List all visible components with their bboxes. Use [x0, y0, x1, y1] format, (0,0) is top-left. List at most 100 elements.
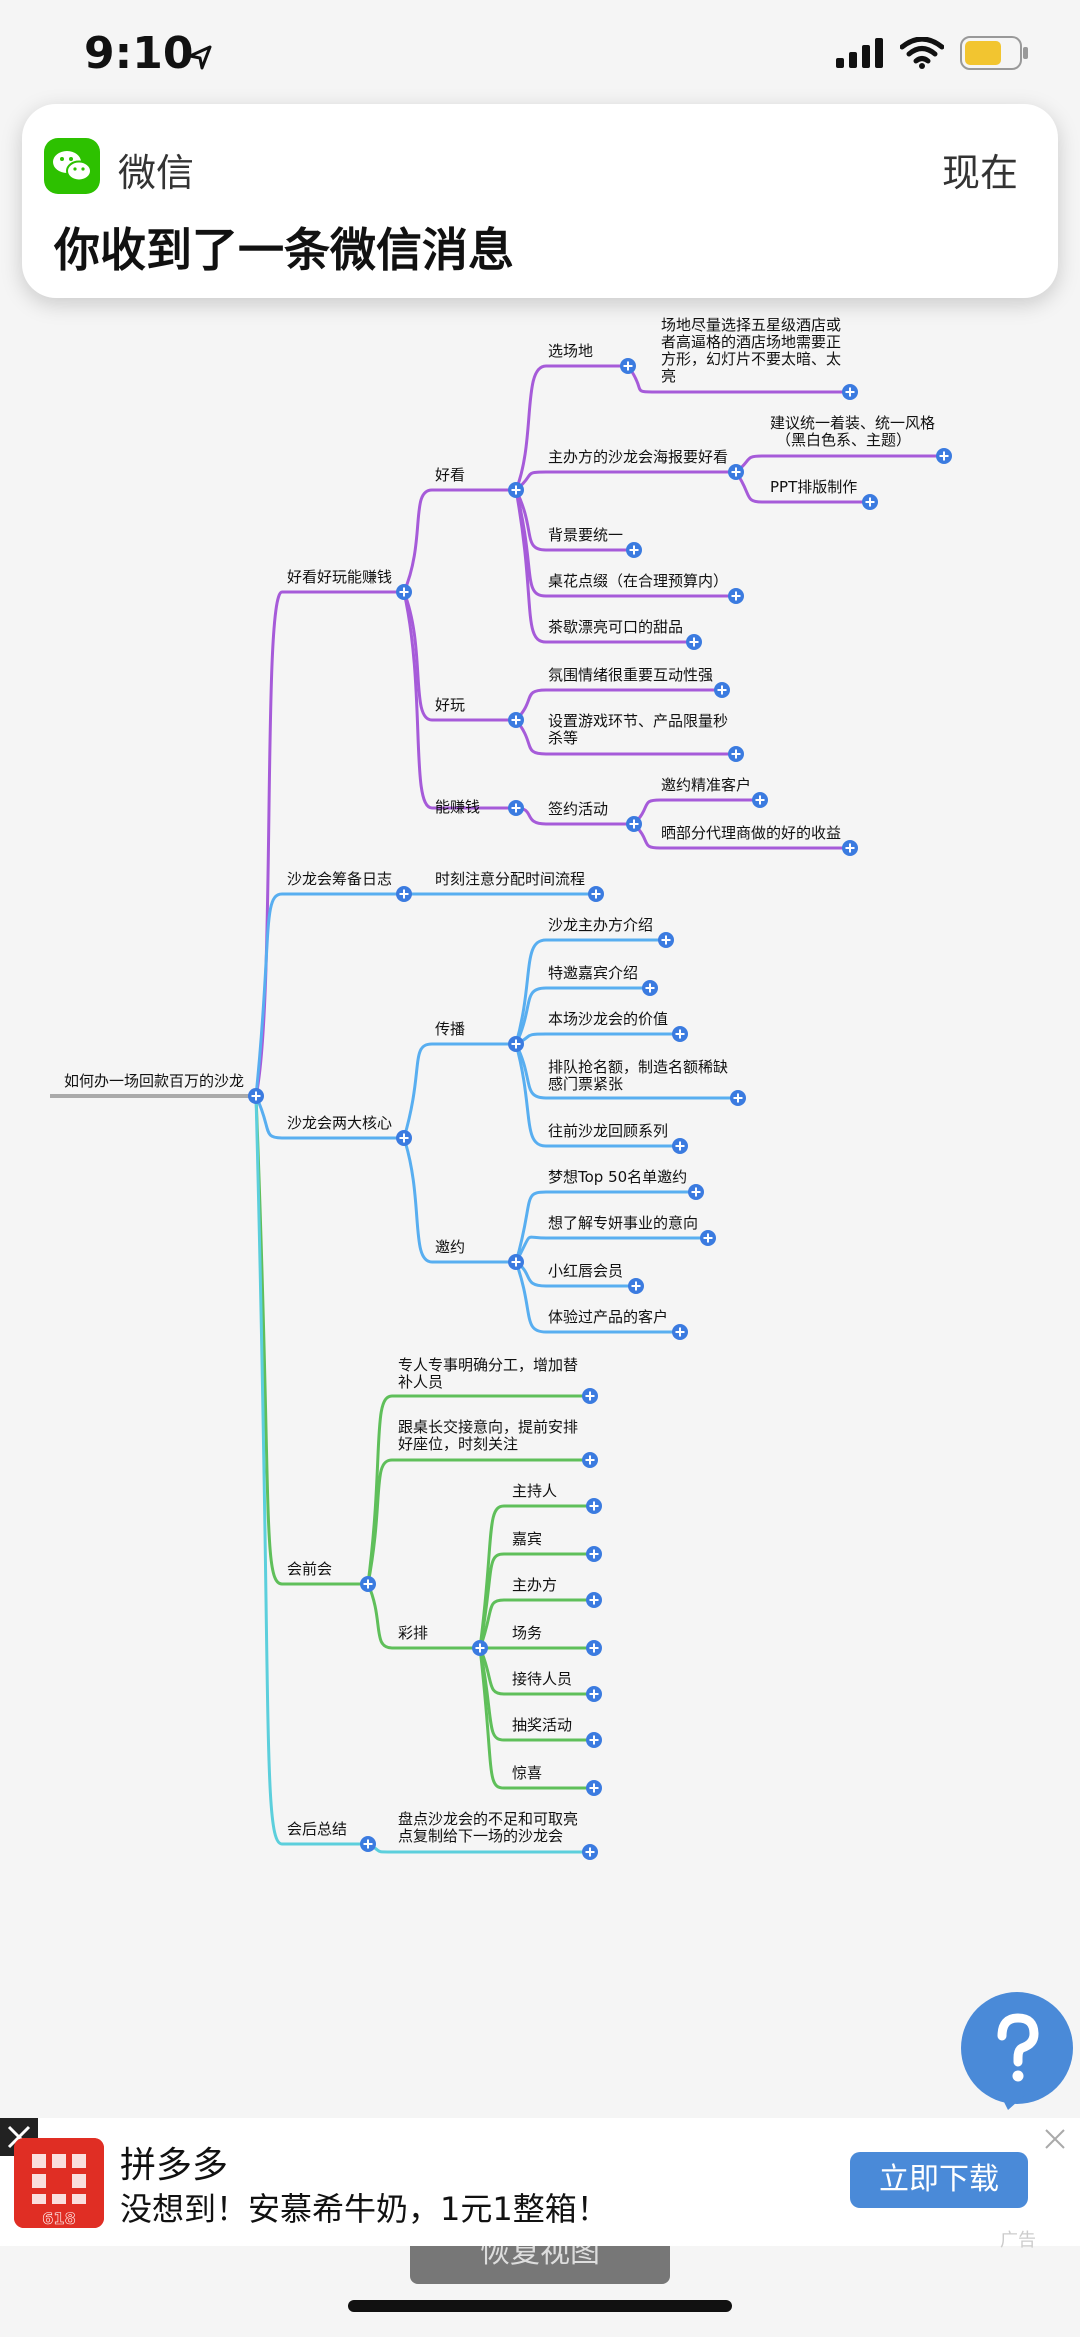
expand-node-plus-icon[interactable]	[642, 980, 658, 996]
expand-node-plus-icon[interactable]	[586, 1780, 602, 1796]
node-label: 茶歇漂亮可口的甜品	[548, 618, 683, 636]
node-label: 氛围情绪很重要互动性强	[548, 666, 713, 684]
node-label: 好看好玩能赚钱	[287, 568, 392, 586]
node-label: 桌花点缀（在合理预算内）	[548, 572, 728, 590]
node-label: 晒部分代理商做的好的收益	[661, 824, 841, 842]
node-label: 方形，幻灯片不要太暗、太	[661, 350, 841, 368]
expand-node-plus-icon[interactable]	[658, 932, 674, 948]
node-label: 想了解专妍事业的意向	[548, 1214, 698, 1232]
mind-map-root-label: 如何办一场回款百万的沙龙	[64, 1072, 244, 1090]
expand-node-plus-icon[interactable]	[248, 1088, 264, 1104]
node-label: 补人员	[398, 1373, 443, 1391]
expand-node-plus-icon[interactable]	[396, 1130, 412, 1146]
download-button[interactable]: 立即下载	[850, 2152, 1028, 2208]
expand-node-plus-icon[interactable]	[628, 1278, 644, 1294]
wechat-icon	[44, 138, 100, 194]
expand-node-plus-icon[interactable]	[686, 634, 702, 650]
expand-node-plus-icon[interactable]	[586, 1640, 602, 1656]
node-label: 时刻注意分配时间流程	[435, 870, 585, 888]
expand-node-plus-icon[interactable]	[730, 1090, 746, 1106]
pinduoduo-logo: 618	[14, 2138, 104, 2228]
expand-node-plus-icon[interactable]	[508, 1036, 524, 1052]
node-label: 杀等	[548, 729, 578, 747]
node-label: 主办方的沙龙会海报要好看	[548, 448, 728, 466]
expand-node-plus-icon[interactable]	[862, 494, 878, 510]
expand-node-plus-icon[interactable]	[396, 886, 412, 902]
expand-node-plus-icon[interactable]	[672, 1026, 688, 1042]
expand-node-plus-icon[interactable]	[586, 1732, 602, 1748]
expand-node-plus-icon[interactable]	[620, 358, 636, 374]
node-label: 跟桌长交接意向，提前安排	[398, 1418, 578, 1436]
node-label: 梦想Top 50名单邀约	[548, 1168, 687, 1186]
expand-node-plus-icon[interactable]	[396, 584, 412, 600]
question-icon	[961, 1992, 1073, 2110]
expand-node-plus-icon[interactable]	[508, 1254, 524, 1270]
node-label: 沙龙主办方介绍	[548, 916, 653, 934]
node-label: 能赚钱	[435, 798, 480, 816]
expand-node-plus-icon[interactable]	[936, 448, 952, 464]
expand-node-plus-icon[interactable]	[626, 542, 642, 558]
ad-logo-text: 618	[42, 2209, 75, 2228]
battery-icon	[960, 36, 1028, 70]
node-label: 签约活动	[548, 800, 608, 818]
expand-node-plus-icon[interactable]	[582, 1452, 598, 1468]
expand-node-plus-icon[interactable]	[360, 1836, 376, 1852]
expand-node-plus-icon[interactable]	[508, 482, 524, 498]
expand-node-plus-icon[interactable]	[586, 1686, 602, 1702]
expand-node-plus-icon[interactable]	[582, 1388, 598, 1404]
expand-node-plus-icon[interactable]	[700, 1230, 716, 1246]
node-label: 主办方	[512, 1576, 557, 1594]
expand-node-plus-icon[interactable]	[508, 800, 524, 816]
node-label: 沙龙会两大核心	[287, 1114, 392, 1132]
node-label: 者高逼格的酒店场地需要正	[661, 333, 841, 351]
node-label: 选场地	[548, 342, 593, 360]
restore-view-button[interactable]: 恢复视图	[410, 2246, 670, 2284]
expand-node-plus-icon[interactable]	[360, 1576, 376, 1592]
mind-map-expand-nodes[interactable]	[248, 358, 952, 1860]
node-label: 邀约精准客户	[661, 776, 751, 794]
node-label: 建议统一着装、统一风格	[770, 414, 935, 432]
node-label: 沙龙会筹备日志	[287, 870, 392, 888]
expand-node-plus-icon[interactable]	[582, 1844, 598, 1860]
expand-node-plus-icon[interactable]	[752, 792, 768, 808]
node-label: 会后总结	[287, 1820, 347, 1838]
node-label: 嘉宾	[512, 1530, 542, 1548]
node-label: PPT排版制作	[770, 478, 857, 496]
node-label: 会前会	[287, 1560, 332, 1578]
node-label: 背景要统一	[548, 526, 623, 544]
node-label: 感门票紧张	[548, 1075, 623, 1093]
expand-node-plus-icon[interactable]	[586, 1592, 602, 1608]
expand-node-plus-icon[interactable]	[714, 682, 730, 698]
node-label: 好座位，时刻关注	[398, 1435, 518, 1453]
wifi-icon	[900, 37, 944, 69]
expand-node-plus-icon[interactable]	[728, 588, 744, 604]
node-label: 排队抢名额，制造名额稀缺	[548, 1058, 728, 1076]
expand-node-plus-icon[interactable]	[688, 1184, 704, 1200]
notification-time: 现在	[941, 151, 1018, 195]
node-label: 专人专事明确分工，增加替	[398, 1356, 578, 1374]
node-label: 邀约	[435, 1238, 465, 1256]
expand-node-plus-icon[interactable]	[586, 1546, 602, 1562]
expand-node-plus-icon[interactable]	[508, 712, 524, 728]
node-label: 好玩	[435, 696, 465, 714]
node-label: 接待人员	[512, 1670, 572, 1688]
ad-dismiss-button[interactable]	[1040, 2124, 1070, 2154]
node-label: 小红唇会员	[548, 1262, 623, 1280]
expand-node-plus-icon[interactable]	[672, 1324, 688, 1340]
expand-node-plus-icon[interactable]	[728, 464, 744, 480]
expand-node-plus-icon[interactable]	[842, 384, 858, 400]
home-indicator[interactable]	[348, 2300, 732, 2312]
expand-node-plus-icon[interactable]	[672, 1138, 688, 1154]
node-label: 惊喜	[512, 1764, 542, 1782]
expand-node-plus-icon[interactable]	[626, 816, 642, 832]
expand-node-plus-icon[interactable]	[842, 840, 858, 856]
expand-node-plus-icon[interactable]	[586, 1498, 602, 1514]
expand-node-plus-icon[interactable]	[728, 746, 744, 762]
node-label: 场地尽量选择五星级酒店或	[661, 316, 841, 334]
expand-node-plus-icon[interactable]	[588, 886, 604, 902]
mind-map-labels: 好看好玩能赚钱 好看 选场地 场地尽量选择五星级酒店或 者高逼格的酒店场地需要正…	[287, 316, 935, 1845]
help-button[interactable]	[956, 1990, 1078, 2112]
wechat-notification[interactable]: 微信 现在 你收到了一条微信消息	[22, 104, 1058, 298]
expand-node-plus-icon[interactable]	[472, 1640, 488, 1656]
